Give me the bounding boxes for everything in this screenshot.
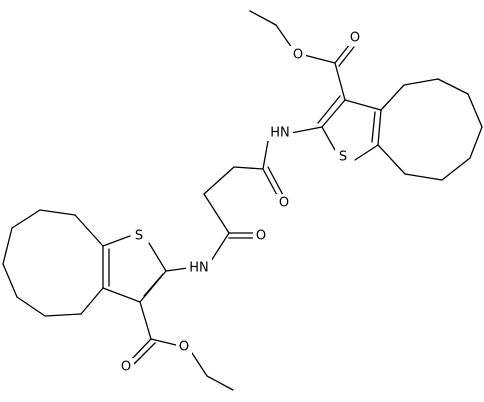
atom-o-amide-top: O (276, 194, 292, 211)
bond-layer (2, 10, 483, 391)
atom-o-bottom-ether: O (176, 338, 192, 355)
atom-label-s-top: S (339, 150, 347, 165)
atom-label-s-bottom: S (135, 229, 143, 244)
atom-nh-bottom: HN (186, 259, 212, 276)
atom-o-amide-bottom: O (253, 227, 269, 244)
atom-s-top: S (335, 148, 351, 165)
atom-label-o-bottom-carbonyl: O (121, 360, 131, 375)
atom-label-nh-bottom: HN (189, 261, 209, 276)
atom-s-bottom: S (131, 227, 147, 244)
atom-label-o-top-ether: O (293, 48, 303, 63)
atom-nh-top: HN (267, 124, 293, 141)
atom-label-o-amide-bottom: O (256, 229, 266, 244)
atom-label-o-bottom-ether: O (179, 340, 189, 355)
atom-o-bottom-carbonyl: O (118, 358, 134, 375)
atom-o-top-ether: O (290, 46, 306, 63)
atom-label-layer: O O HN S O O S HN (118, 29, 363, 375)
atom-label-o-top-carbonyl: O (350, 31, 360, 46)
atom-label-o-amide-top: O (279, 196, 289, 211)
atom-label-nh-top: HN (270, 126, 290, 141)
atom-o-top-carbonyl: O (347, 29, 363, 46)
